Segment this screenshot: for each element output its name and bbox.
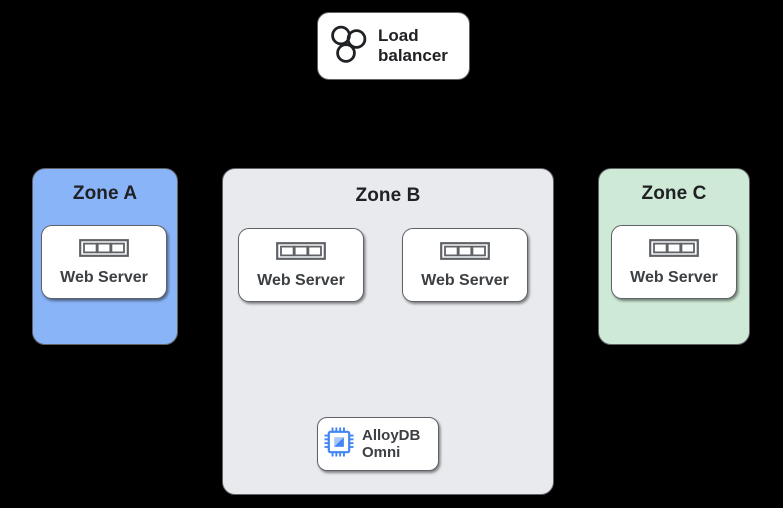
alloydb-omni-label-line2: Omni <box>362 444 401 461</box>
web-server-b2-node[interactable]: Web Server <box>402 228 528 302</box>
web-server-a-label: Web Server <box>60 268 148 286</box>
server-rack-icon <box>79 238 129 262</box>
load-balancer-label-line2: balancer <box>378 46 448 65</box>
cpu-chip-icon <box>324 427 354 462</box>
server-rack-icon <box>649 238 699 262</box>
web-server-b1-label: Web Server <box>257 271 345 289</box>
alloydb-omni-label-line1: AlloyDB <box>362 427 421 444</box>
zone-b-title: Zone B <box>355 185 421 206</box>
zone-a-title: Zone A <box>72 183 138 204</box>
web-server-c-label: Web Server <box>630 268 718 286</box>
zone-c-title: Zone C <box>641 183 707 204</box>
server-rack-icon <box>440 241 490 265</box>
web-server-b2-label: Web Server <box>421 271 509 289</box>
web-server-c-node[interactable]: Web Server <box>611 225 737 299</box>
web-server-a-node[interactable]: Web Server <box>41 225 167 299</box>
server-rack-icon <box>276 241 326 265</box>
web-server-b1-node[interactable]: Web Server <box>238 228 364 302</box>
three-circles-icon <box>330 24 368 69</box>
load-balancer-label-line1: Load <box>378 26 419 45</box>
